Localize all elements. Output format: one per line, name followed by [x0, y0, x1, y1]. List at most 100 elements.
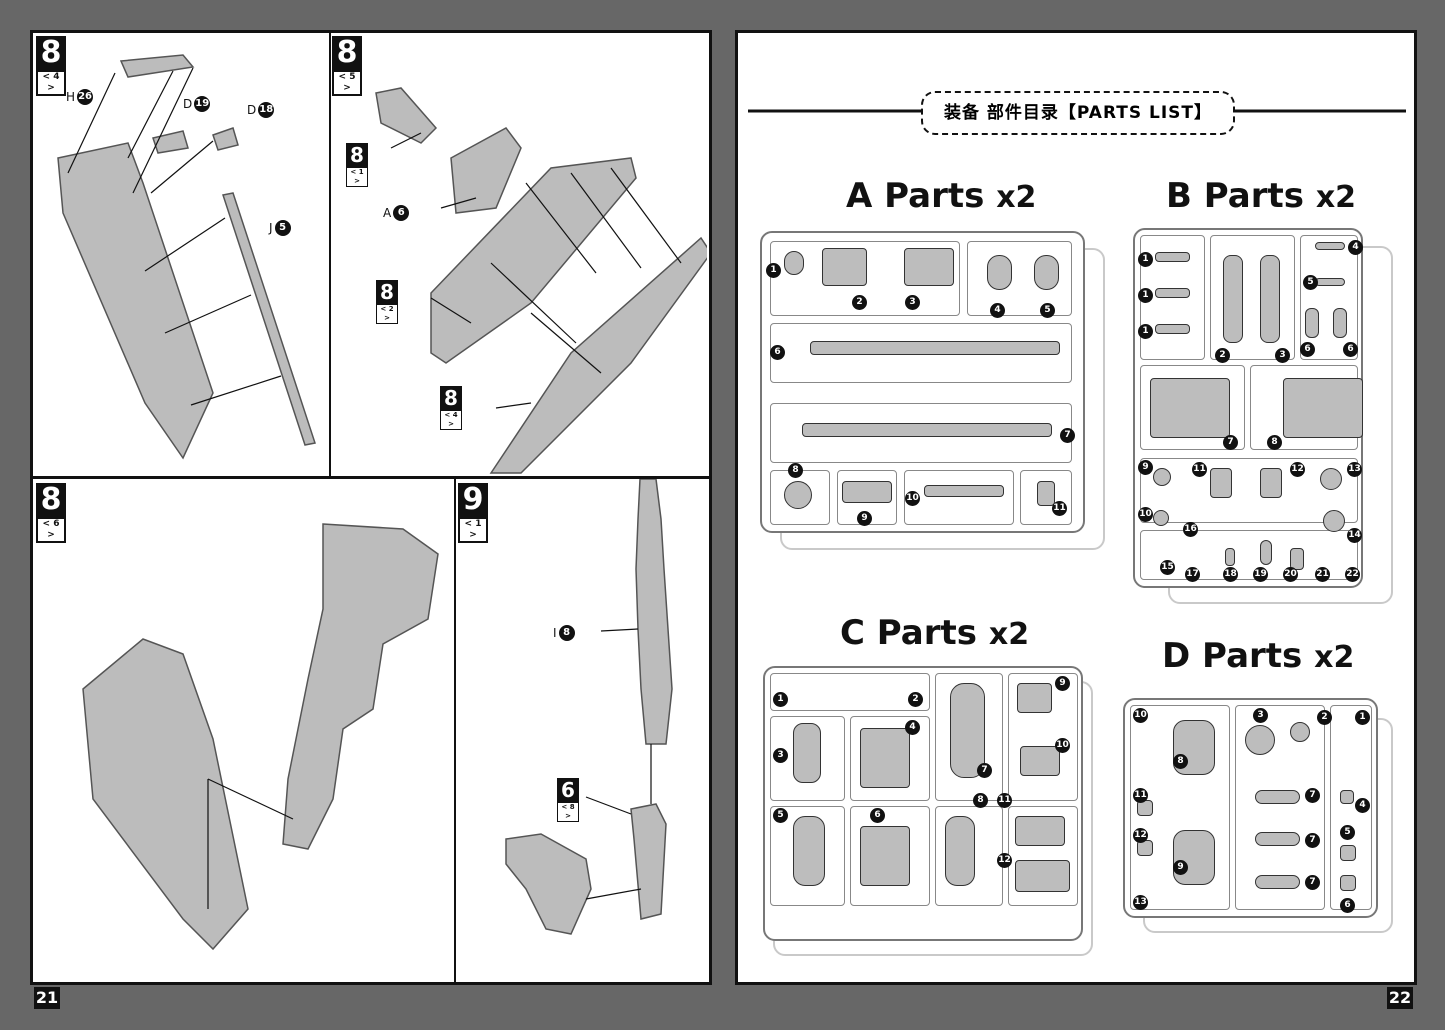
sprue-part [1340, 790, 1354, 804]
sprue-part [1340, 845, 1356, 861]
part-number-label: 10 [1138, 507, 1153, 522]
sprue-part [1155, 252, 1190, 262]
sub-badge-8-2: 8 < 2 > [376, 280, 398, 324]
sub-badge-8-1: 8 < 1 > [346, 143, 368, 187]
part-number-label: 9 [857, 511, 872, 526]
sub-badge-8-4: 8 < 4 > [440, 386, 462, 430]
sprue-frame-cell [904, 470, 1014, 525]
part-number-label: 4 [1355, 798, 1370, 813]
part-number-label: 2 [908, 692, 923, 707]
sprue-frame-cell [770, 673, 930, 711]
sub-badge-6-8: 6 < 8 > [557, 778, 579, 822]
sprue-part [784, 481, 812, 509]
part-number-label: 1 [1355, 710, 1370, 725]
part-number-label: 1 [773, 692, 788, 707]
part-number-label: 4 [905, 720, 920, 735]
sprue-part [1260, 255, 1280, 343]
step-number: 8 [336, 35, 358, 70]
runner-c: 1 2 3 4 5 6 7 8 9 10 11 12 [763, 666, 1083, 941]
sprue-part [1290, 548, 1304, 570]
sprue-part [1153, 510, 1169, 526]
part-number-label: 5 [1040, 303, 1055, 318]
part-number-label: 8 [1267, 435, 1282, 450]
step-sub: < 1 > [458, 517, 488, 543]
step-badge-8-5: 8 < 5 > [332, 36, 362, 96]
sprue-part [1260, 540, 1272, 565]
set-title-d: D Parts x2 [1162, 636, 1355, 676]
part-number-label: 20 [1283, 567, 1298, 582]
sprue-frame-cell [935, 673, 1003, 801]
sprue-frame-cell [1008, 673, 1078, 801]
part-number-label: 7 [977, 763, 992, 778]
sprue-part [1155, 288, 1190, 298]
step-9-1-illustration [505, 479, 673, 935]
sprue-part [1320, 468, 1342, 490]
sprue-part [1173, 830, 1215, 885]
part-number-label: 1 [1138, 288, 1153, 303]
sprue-part [1017, 683, 1052, 713]
page-number-right: 22 [1387, 987, 1413, 1009]
sprue-part [904, 248, 954, 286]
runner-d: 1 2 3 4 5 6 7 7 7 8 9 10 11 12 13 [1123, 698, 1378, 918]
part-number-label: 21 [1315, 567, 1330, 582]
part-number-label: 13 [1133, 895, 1148, 910]
sprue-frame-cell [850, 806, 930, 906]
part-number-label: 3 [1253, 708, 1268, 723]
step-badge-8-6: 8 < 6 > [36, 483, 66, 543]
part-number-label: 8 [973, 793, 988, 808]
sprue-part [1020, 746, 1060, 776]
sprue-part [1315, 278, 1345, 286]
sprue-part [802, 423, 1052, 437]
step-number: 9 [462, 482, 484, 517]
sprue-part [810, 341, 1060, 355]
sprue-part [1333, 308, 1347, 338]
sprue-part [1015, 816, 1065, 846]
part-number-label: 8 [1173, 754, 1188, 769]
sprue-part [1255, 790, 1300, 804]
sprue-part [1150, 378, 1230, 438]
sprue-frame-cell [1130, 705, 1230, 910]
sprue-part [1034, 255, 1059, 290]
part-number-label: 11 [1192, 462, 1207, 477]
sprue-frame-cell [850, 716, 930, 801]
sprue-frame-cell [770, 241, 960, 316]
part-number-label: 10 [905, 491, 920, 506]
sprue-part [1245, 725, 1275, 755]
part-number-label: 22 [1345, 567, 1360, 582]
part-number-label: 6 [1300, 342, 1315, 357]
sprue-frame-cell [1140, 458, 1358, 523]
part-number-label: 3 [905, 295, 920, 310]
sprue-part [945, 816, 975, 886]
sprue-part [1210, 468, 1232, 498]
part-number-label: 11 [997, 793, 1012, 808]
step-sub: < 6 > [36, 517, 66, 543]
part-number-label: 19 [1253, 567, 1268, 582]
sprue-part [860, 728, 910, 788]
sprue-part [950, 683, 985, 778]
sprue-frame-cell [1140, 530, 1358, 580]
part-number-label: 15 [1160, 560, 1175, 575]
part-number-label: 1 [766, 263, 781, 278]
parts-list-header: 装备 部件目录【PARTS LIST】 [921, 91, 1235, 135]
part-number-label: 18 [1223, 567, 1238, 582]
right-page: 装备 部件目录【PARTS LIST】 A Parts x2 1 2 3 4 5… [735, 30, 1417, 985]
sprue-part [1255, 875, 1300, 889]
sprue-part [842, 481, 892, 503]
set-title-a: A Parts x2 [846, 176, 1037, 216]
part-number-label: 1 [1138, 252, 1153, 267]
set-title-b: B Parts x2 [1166, 176, 1357, 216]
part-number-label: 6 [770, 345, 785, 360]
part-number-label: 10 [1055, 738, 1070, 753]
sprue-part [1260, 468, 1282, 498]
part-number-label: 6 [1343, 342, 1358, 357]
panel-divider-vertical-top [329, 33, 331, 476]
part-number-label: 16 [1183, 522, 1198, 537]
part-number-label: 3 [1275, 348, 1290, 363]
part-number-label: 7 [1060, 428, 1075, 443]
sprue-part [860, 826, 910, 886]
